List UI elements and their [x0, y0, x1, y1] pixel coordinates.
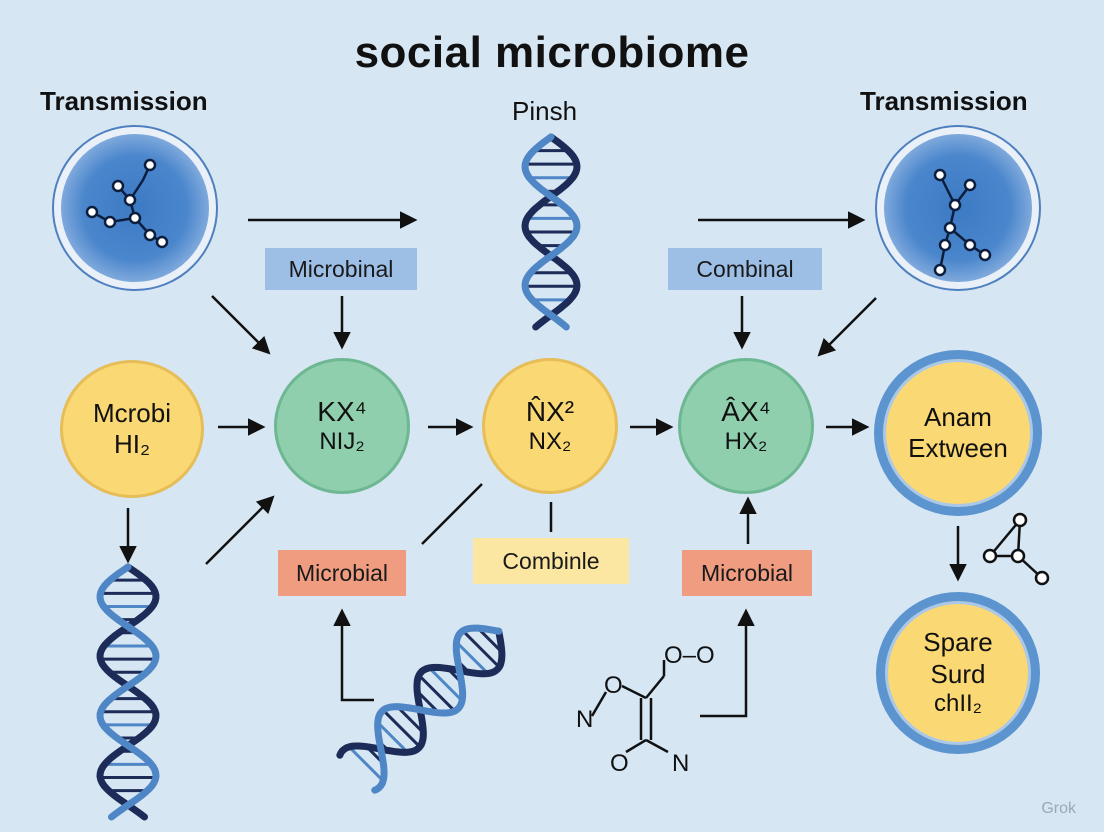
node-spare: Spare Surd chII₂	[876, 592, 1040, 754]
molecule-right-icon	[982, 512, 1050, 586]
tag-combinle: Combinle	[473, 538, 629, 584]
arrow-dna-to-kx	[205, 495, 275, 565]
dna-rung	[455, 641, 489, 675]
node-kx: KX⁴ NIJ₂	[274, 358, 410, 494]
dna-strand	[521, 133, 581, 331]
node-ax-line1: ÂX⁴	[721, 395, 771, 427]
molecule-label-o-top: O–O	[664, 642, 715, 669]
molecule-label-n-bottom: N	[672, 750, 690, 777]
dna-helix-top-icon	[521, 133, 581, 331]
molecule-label-n-left: N	[576, 706, 594, 733]
molecule-bottom-icon	[590, 660, 669, 754]
tag-microbinal: Microbinal	[265, 248, 417, 290]
cell-right-icon	[875, 125, 1041, 291]
node-anam: Anam Extween	[874, 350, 1042, 516]
node-kx-line2: NIJ₂	[319, 428, 365, 456]
tag-microbial-right: Microbial	[682, 550, 812, 596]
arrow-molecule-to-microbial	[700, 608, 755, 718]
dna-rung	[476, 627, 503, 654]
tag-combinal: Combinal	[668, 248, 822, 290]
dna-rung	[376, 721, 409, 754]
molecule-label-o-left: O	[604, 672, 623, 699]
dna-rung	[396, 705, 425, 734]
cell-left-icon	[52, 125, 218, 291]
node-anam-line2: Extween	[908, 433, 1008, 463]
node-nx-line2: NX₂	[528, 428, 572, 456]
dna-rung	[348, 745, 385, 782]
line-microbial-to-nx	[421, 483, 483, 545]
dna-helix-bottom-icon	[336, 624, 506, 794]
header-transmission-right: Transmission	[860, 86, 1028, 116]
dna-rung	[382, 709, 421, 748]
dna-rung	[428, 666, 464, 702]
node-spare-line2: Surd	[930, 658, 986, 689]
dna-helix-left-icon	[96, 563, 160, 821]
node-mcrobi-line1: Mcrobi	[92, 397, 171, 428]
arrow-cell-to-kx	[211, 295, 271, 355]
header-pinsh: Pinsh	[512, 96, 578, 126]
watermark-text: Grok	[1041, 800, 1076, 817]
arrow-cell-to-ax	[817, 297, 877, 357]
tag-microbial-left: Microbial	[278, 550, 406, 596]
dna-rung	[461, 629, 501, 669]
node-ax-line2: HX₂	[724, 428, 768, 456]
node-mcrobi: Mcrobi HI₂	[60, 360, 204, 498]
dna-strand	[96, 563, 160, 821]
node-spare-line3: chII₂	[934, 689, 982, 717]
node-mcrobi-line2: HI₂	[113, 429, 151, 459]
diagram-title: social microbiome	[354, 28, 750, 77]
molecule-label-o-bottom: O	[610, 750, 629, 777]
node-ax: ÂX⁴ HX₂	[678, 358, 814, 494]
dna-rung	[417, 674, 456, 713]
node-kx-line1: KX⁴	[317, 395, 367, 427]
dna-strand	[96, 563, 160, 821]
header-transmission-left: Transmission	[40, 86, 208, 116]
node-anam-line1: Anam	[924, 401, 992, 432]
dna-strand	[371, 624, 503, 794]
dna-strand	[521, 133, 581, 331]
node-nx: N̂X² NX₂	[482, 358, 618, 494]
arrow-dna-to-microbial	[333, 608, 374, 702]
node-nx-line1: N̂X²	[525, 395, 575, 427]
node-spare-line1: Spare	[923, 627, 993, 658]
